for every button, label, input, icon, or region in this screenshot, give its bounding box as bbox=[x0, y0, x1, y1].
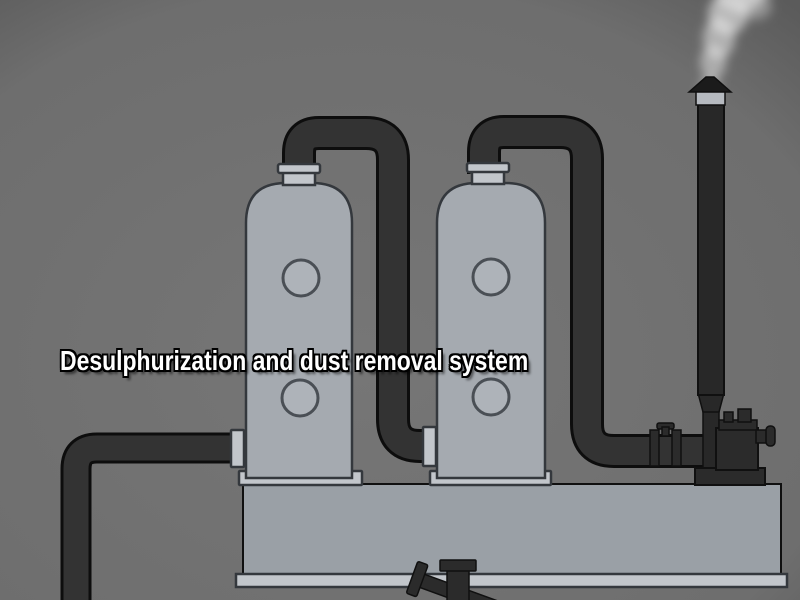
drain-end-flange bbox=[406, 561, 429, 598]
inspection-port bbox=[281, 258, 321, 298]
transfer-pipe-1 bbox=[285, 119, 430, 460]
fan-side-knob bbox=[765, 425, 776, 447]
fan-housing bbox=[715, 427, 759, 471]
coupling-flange bbox=[671, 429, 682, 467]
vessel-neck-flange bbox=[465, 161, 511, 174]
fan-unit bbox=[694, 408, 776, 486]
fan-stub bbox=[737, 408, 752, 423]
outlet-pipe bbox=[470, 118, 742, 465]
vessel-body bbox=[244, 181, 354, 480]
chimney-cap bbox=[687, 76, 733, 93]
chimney-collar bbox=[695, 90, 726, 106]
inspection-port bbox=[280, 378, 320, 418]
chimney-body bbox=[697, 102, 725, 396]
transfer-flange bbox=[421, 425, 438, 468]
drain-stub bbox=[446, 568, 470, 600]
outlet-valve-assembly bbox=[649, 422, 682, 467]
inlet-flange bbox=[229, 428, 246, 469]
pipework bbox=[60, 115, 742, 600]
caption-title: Desulphurization and dust removal system bbox=[60, 345, 529, 376]
inspection-port bbox=[471, 257, 511, 297]
base-platform bbox=[242, 483, 782, 576]
scrubber-vessel-2 bbox=[421, 161, 553, 487]
smoke-puff bbox=[738, 0, 772, 20]
valve-stem bbox=[661, 426, 670, 437]
inlet-pipe bbox=[63, 435, 238, 600]
chimney-stack bbox=[687, 76, 733, 481]
drain-top-flange bbox=[439, 559, 477, 572]
vessel-body bbox=[435, 181, 547, 480]
fan-stub bbox=[723, 411, 734, 423]
drain-pipe-assembly bbox=[406, 559, 526, 600]
coupling-flange bbox=[649, 429, 660, 467]
base-platform-lip bbox=[234, 572, 789, 589]
drain-angled-pipe bbox=[406, 561, 526, 600]
scrubber-vessel-1 bbox=[229, 162, 364, 487]
vessel-neck-flange bbox=[276, 162, 322, 175]
inspection-port bbox=[471, 377, 511, 417]
